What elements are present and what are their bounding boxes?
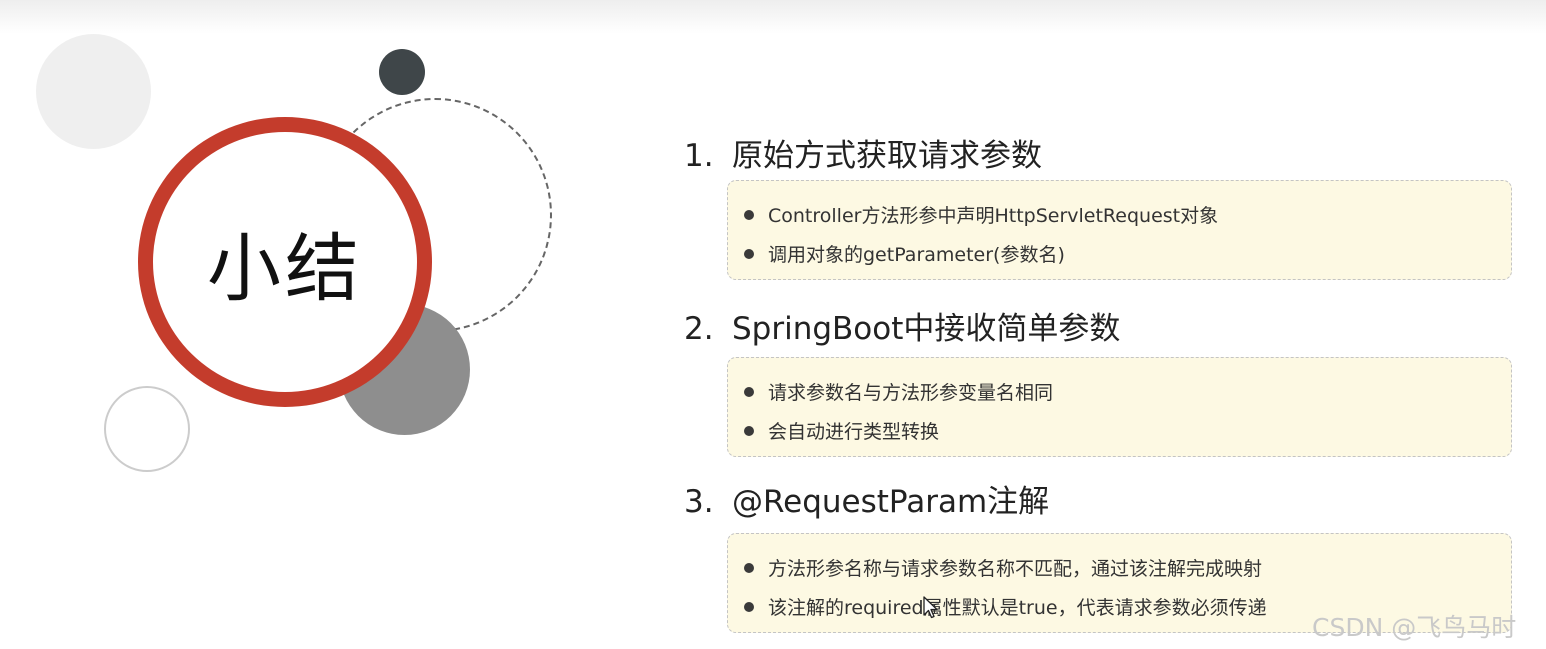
decor-circle-dark [379, 49, 425, 95]
section-1-number: 1. [684, 138, 714, 174]
section-3-bullet-2: 该注解的required属性默认是true，代表请求参数必须传递 [768, 597, 1267, 619]
section-1-bullet-2: 调用对象的getParameter(参数名) [768, 244, 1065, 266]
section-3-number: 3. [684, 484, 714, 520]
bullet-dot-icon [744, 425, 754, 436]
section-2-bullet-1: 请求参数名与方法形参变量名相同 [768, 382, 1054, 404]
list-item: 请求参数名与方法形参变量名相同 [744, 378, 1053, 405]
watermark-text: CSDN @飞鸟马时 [1312, 613, 1517, 642]
section-3-box: 方法形参名称与请求参数名称不匹配，通过该注解完成映射 该注解的required属… [727, 533, 1512, 633]
top-shadow-bar [0, 0, 1546, 34]
section-1-box: Controller方法形参中声明HttpServletRequest对象 调用… [727, 180, 1512, 280]
section-2-bullet-2: 会自动进行类型转换 [768, 421, 940, 443]
list-item: 会自动进行类型转换 [744, 417, 939, 444]
section-1-bullet-1: Controller方法形参中声明HttpServletRequest对象 [768, 205, 1219, 227]
bullet-dot-icon [744, 248, 754, 259]
section-2-heading: 2. SpringBoot中接收简单参数 [684, 303, 1120, 348]
list-item: 方法形参名称与请求参数名称不匹配，通过该注解完成映射 [744, 554, 1262, 581]
section-2-title: SpringBoot中接收简单参数 [732, 311, 1121, 347]
list-item: 该注解的required属性默认是true，代表请求参数必须传递 [744, 593, 1267, 620]
section-3-title: @RequestParam注解 [732, 484, 1050, 520]
section-3-heading: 3. @RequestParam注解 [684, 476, 1049, 521]
decor-circle-light [36, 34, 151, 149]
bullet-dot-icon [744, 601, 754, 612]
bullet-dot-icon [744, 209, 754, 220]
bullet-dot-icon [744, 386, 754, 397]
section-1-title: 原始方式获取请求参数 [732, 138, 1042, 174]
arrow-cursor-icon [923, 596, 938, 619]
list-item: 调用对象的getParameter(参数名) [744, 240, 1065, 267]
section-1-heading: 1. 原始方式获取请求参数 [684, 130, 1042, 175]
section-3-bullet-1: 方法形参名称与请求参数名称不匹配，通过该注解完成映射 [768, 558, 1263, 580]
decor-circle-outline [104, 386, 190, 472]
bullet-dot-icon [744, 562, 754, 573]
summary-badge-title: 小结 [207, 225, 363, 312]
summary-badge: 小结 [138, 117, 432, 407]
section-2-number: 2. [684, 311, 714, 347]
section-2-box: 请求参数名与方法形参变量名相同 会自动进行类型转换 [727, 357, 1512, 457]
list-item: Controller方法形参中声明HttpServletRequest对象 [744, 201, 1218, 228]
